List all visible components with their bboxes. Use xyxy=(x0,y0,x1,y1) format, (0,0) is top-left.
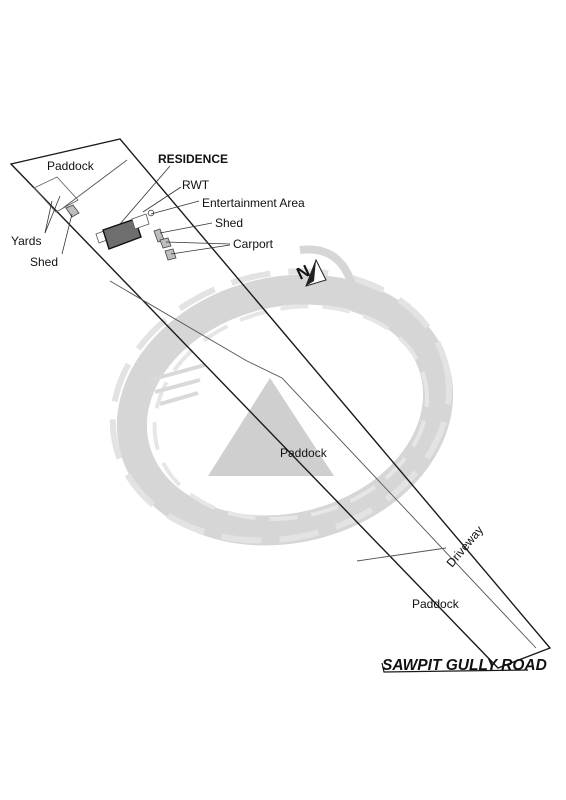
label-carport: Carport xyxy=(233,237,274,251)
internal-lines xyxy=(62,159,537,649)
watermark-logo xyxy=(109,245,454,546)
carport-2 xyxy=(164,248,177,261)
label-residence: RESIDENCE xyxy=(158,152,228,166)
label-rwt: RWT xyxy=(182,178,210,192)
shed-left-building xyxy=(65,204,80,218)
label-paddock-middle: Paddock xyxy=(280,446,328,460)
watermark-triangle xyxy=(208,378,334,476)
yards-enclosure xyxy=(33,176,80,218)
label-entertainment-area: Entertainment Area xyxy=(202,196,305,210)
label-shed-left: Shed xyxy=(30,255,58,269)
rwt-tank xyxy=(147,209,155,217)
label-shed-top: Shed xyxy=(215,216,243,230)
carport-1 xyxy=(159,237,172,249)
label-yards: Yards xyxy=(11,234,41,248)
property-boundary xyxy=(9,138,552,673)
label-road: SAWPIT GULLY ROAD xyxy=(382,657,547,674)
label-paddock-bottom: Paddock xyxy=(412,597,460,611)
label-paddock-top: Paddock xyxy=(47,159,95,173)
residence-building xyxy=(102,218,142,250)
residence-cluster xyxy=(95,209,177,261)
leader-lines xyxy=(44,165,231,255)
